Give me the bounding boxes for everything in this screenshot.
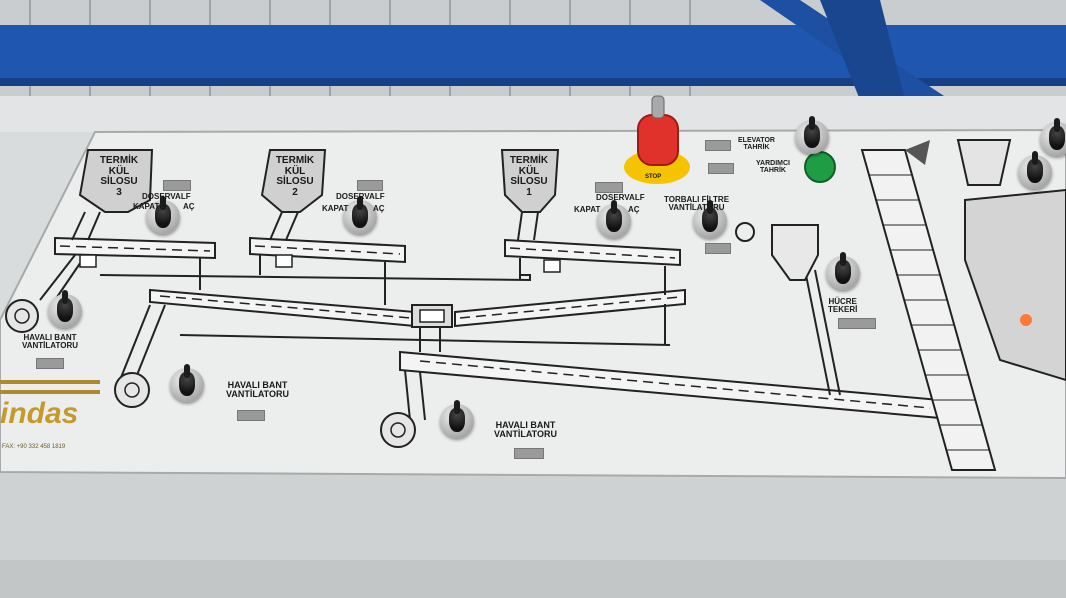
stop-label: STOP bbox=[645, 174, 662, 180]
doservalf-1-knob[interactable] bbox=[597, 200, 631, 238]
ac-3-label: AÇ bbox=[183, 202, 195, 211]
nameplate bbox=[595, 182, 623, 193]
doservalf-3-label: DOSERVALF bbox=[142, 192, 191, 201]
havali-bant-left-knob[interactable] bbox=[48, 290, 82, 328]
havali-bant-left-label: HAVALI BANT VANTİLATORU bbox=[22, 333, 78, 351]
brand-logo: indas bbox=[0, 397, 79, 430]
havali-bant-mid-label: HAVALI BANT VANTİLATORU bbox=[226, 380, 289, 400]
nameplate bbox=[838, 318, 876, 329]
kapat-1-label: KAPAT bbox=[574, 205, 601, 214]
nameplate bbox=[514, 448, 544, 459]
emergency-stop-button bbox=[637, 114, 679, 166]
hucre-tekeri-knob[interactable] bbox=[826, 252, 860, 290]
havali-bant-bottom-label: HAVALI BANT VANTİLATORU bbox=[494, 420, 557, 440]
nameplate bbox=[163, 180, 191, 191]
kapat-3-label: KAPAT bbox=[133, 202, 160, 211]
brand-fax: FAX: +90 332 458 1819 bbox=[2, 444, 66, 450]
indicator-lamp bbox=[1020, 314, 1032, 326]
nameplate bbox=[705, 243, 731, 254]
torbali-filtre-knob[interactable] bbox=[693, 200, 727, 238]
ac-2-label: AÇ bbox=[373, 204, 385, 213]
green-push-button bbox=[804, 151, 836, 183]
kapat-2-label: KAPAT bbox=[322, 204, 349, 213]
havali-bant-mid-knob[interactable] bbox=[170, 364, 204, 402]
silo-1-label: TERMİK KÜL SİLOSU 1 bbox=[509, 155, 549, 198]
doservalf-1-label: DOSERVALF bbox=[596, 193, 645, 202]
hucre-tekeri-label: HÜCRE TEKERİ bbox=[828, 297, 858, 315]
nameplate bbox=[36, 358, 64, 369]
ac-1-label: AÇ bbox=[628, 205, 640, 214]
nameplate bbox=[357, 180, 383, 191]
right-knob-1[interactable] bbox=[1040, 118, 1066, 156]
elevator-tahrik-knob[interactable] bbox=[795, 116, 829, 154]
doservalf-3-knob[interactable] bbox=[146, 196, 180, 234]
silo-2-label: TERMİK KÜL SİLOSU 2 bbox=[275, 155, 315, 198]
havali-bant-bottom-knob[interactable] bbox=[440, 400, 474, 438]
yardimci-tahrik-label: YARDIMCI TAHRİK bbox=[756, 160, 790, 175]
doservalf-2-knob[interactable] bbox=[343, 196, 377, 234]
right-knob-2[interactable] bbox=[1018, 151, 1052, 189]
nameplate bbox=[705, 140, 731, 151]
torbali-filtre-label: TORBALI FİLTRE VANTİLATORU bbox=[664, 195, 730, 213]
silo-3-label: TERMİK KÜL SİLOSU 3 bbox=[99, 155, 139, 198]
nameplate bbox=[237, 410, 265, 421]
elevator-tahrik-label: ELEVATOR TAHRİK bbox=[738, 137, 775, 152]
nameplate bbox=[708, 163, 734, 174]
